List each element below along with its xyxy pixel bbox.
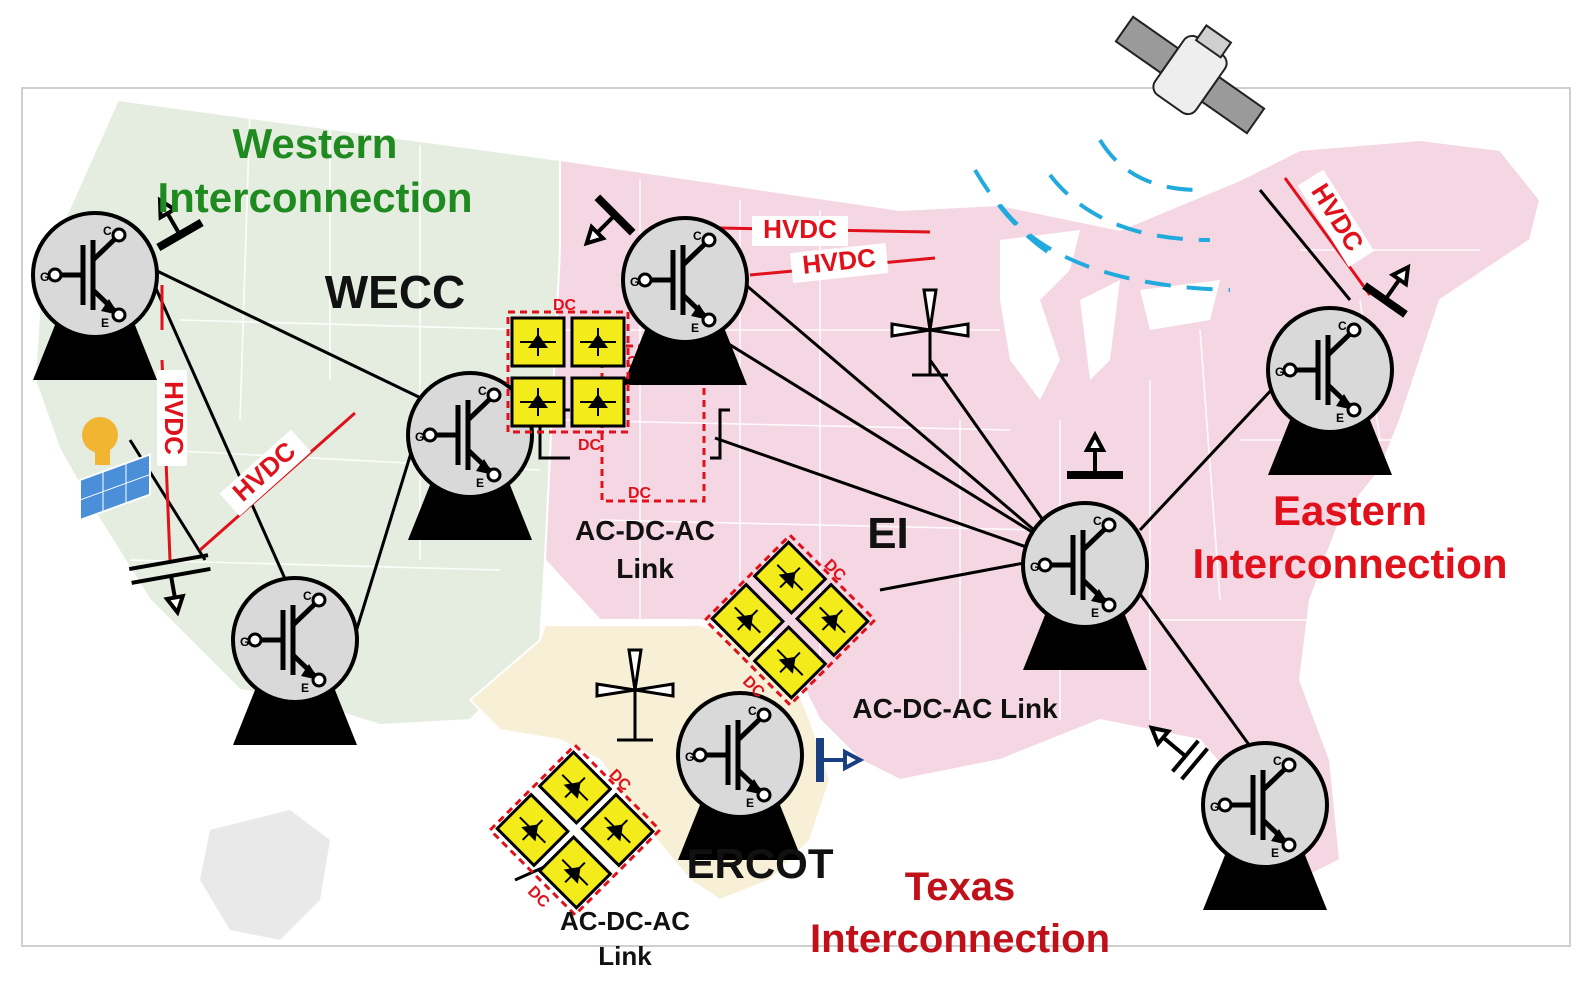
wind-turbine-icon [890, 288, 970, 377]
transmission-lines [128, 189, 1352, 882]
thyristor-cell [579, 792, 655, 868]
ei-label: EI [867, 509, 909, 558]
igbt-node-icon: C G E [1266, 306, 1394, 475]
load-arrow-icon [156, 196, 204, 251]
thyristor-cell [794, 582, 870, 658]
svg-text:C: C [478, 384, 487, 398]
load-arrow-icon [1067, 430, 1123, 479]
svg-text:C: C [103, 224, 112, 238]
hvdc-label: HVDC [763, 214, 837, 244]
western-label-line2: Interconnection [157, 174, 472, 221]
region-labels: Western Interconnection WECC Eastern Int… [157, 120, 1507, 971]
western-label-line1: Western [233, 120, 398, 167]
igbt-node-icon: C G E [1021, 501, 1149, 670]
texas-label-line1: Texas [905, 865, 1015, 909]
svg-text:E: E [1091, 606, 1099, 620]
load-arrows [128, 194, 1411, 782]
svg-text:E: E [301, 681, 309, 695]
svg-text:C: C [1273, 754, 1282, 768]
thyristor-cell [537, 750, 613, 826]
thyristor-cell [495, 792, 571, 868]
svg-text:E: E [746, 796, 754, 810]
svg-text:G: G [1275, 365, 1284, 379]
svg-text:C: C [748, 704, 757, 718]
eastern-label-line2: Interconnection [1192, 540, 1507, 587]
great-lakes [1000, 230, 1220, 400]
svg-text:E: E [101, 316, 109, 330]
thyristor-cell [537, 834, 613, 910]
thyristor-cell [710, 582, 786, 658]
state-borders [129, 109, 1480, 720]
svg-text:G: G [1210, 800, 1219, 814]
svg-text:DC: DC [628, 485, 652, 502]
igbt-node-icon: C G E [621, 216, 749, 385]
thyristor-cell [570, 316, 626, 368]
satellite-icon [1114, 15, 1266, 135]
load-arrow-icon [1362, 263, 1411, 318]
igbt-node-icon: C G E [406, 371, 534, 540]
igbt-node-icon: C G E [1201, 741, 1329, 910]
link-center-line2: Link [616, 553, 674, 584]
svg-text:DC: DC [578, 437, 602, 454]
svg-text:E: E [691, 321, 699, 335]
wind-turbine-icon [595, 648, 675, 742]
link-ei-label: AC-DC-AC Link [852, 693, 1058, 724]
load-arrow-icon [1148, 725, 1209, 781]
svg-text:G: G [630, 275, 639, 289]
igbt-node-icon: C G E [31, 211, 159, 380]
wecc-label: WECC [325, 266, 466, 318]
svg-text:C: C [1093, 514, 1102, 528]
igbt-node-icon: C G E [676, 691, 804, 860]
ercot-label: ERCOT [687, 840, 834, 887]
link-ercot-line1: AC-DC-AC [560, 906, 690, 936]
hvdc-label: HVDC [159, 381, 189, 455]
thyristor-cell [752, 624, 828, 700]
svg-text:G: G [40, 270, 49, 284]
hvdc-labels: HVDC HVDC HVDC HVDC HVDC [157, 169, 1375, 517]
eastern-label-line1: Eastern [1273, 487, 1427, 534]
thyristor-cell [510, 316, 566, 368]
link-center-line1: AC-DC-AC [575, 515, 715, 546]
svg-text:C: C [1338, 319, 1347, 333]
texas-label-line2: Interconnection [810, 917, 1110, 961]
thyristor-cell [752, 540, 828, 616]
link-ercot-line2: Link [598, 941, 652, 971]
solar-panel-icon [79, 417, 151, 522]
load-arrow-icon [128, 553, 211, 617]
svg-text:G: G [1030, 560, 1039, 574]
svg-text:E: E [1336, 411, 1344, 425]
converter-cluster: DC DC [506, 297, 630, 454]
svg-text:C: C [693, 229, 702, 243]
load-arrow-icon [816, 738, 865, 782]
svg-text:C: C [303, 589, 312, 603]
svg-text:E: E [1271, 846, 1279, 860]
thyristor-cell [510, 376, 566, 428]
thyristor-cell [570, 376, 626, 428]
svg-text:G: G [240, 635, 249, 649]
alaska-shape [200, 810, 330, 940]
wireless-signal [973, 138, 1231, 292]
load-arrow-icon [583, 194, 636, 247]
igbt-node-icon: C G E [231, 576, 359, 745]
svg-text:DC: DC [553, 297, 577, 314]
svg-text:E: E [476, 476, 484, 490]
svg-text:G: G [415, 430, 424, 444]
svg-text:G: G [685, 750, 694, 764]
